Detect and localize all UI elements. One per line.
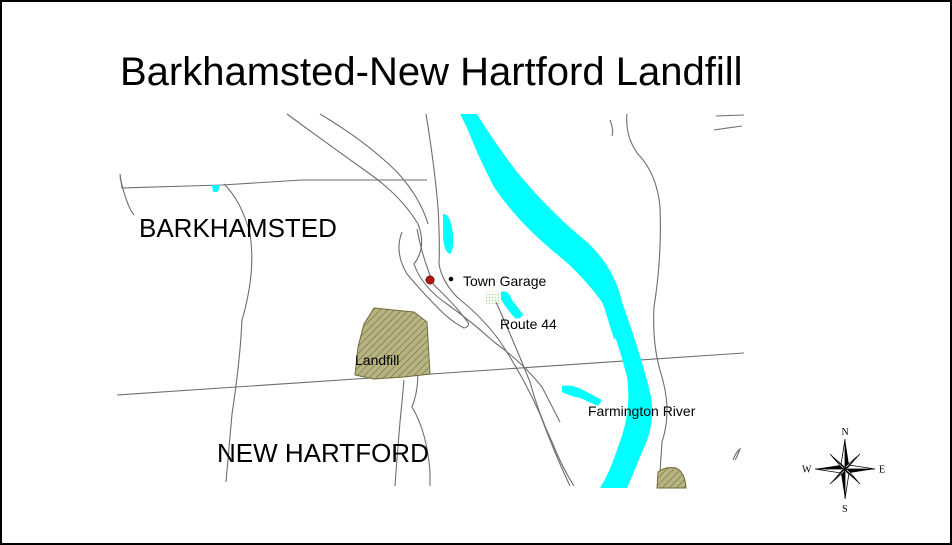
river-islet-channel bbox=[596, 282, 618, 339]
small-pond bbox=[443, 214, 454, 254]
town-label-barkhamsted: BARKHAMSTED bbox=[139, 213, 337, 243]
farmington-river-label: Farmington River bbox=[588, 403, 696, 419]
pond-near-route-44 bbox=[501, 291, 523, 319]
route-44-label: Route 44 bbox=[500, 316, 557, 332]
tiny-pond bbox=[212, 185, 220, 192]
compass-s: S bbox=[842, 504, 848, 515]
map-title: Barkhamsted-New Hartford Landfill bbox=[120, 50, 743, 94]
river-inlet bbox=[562, 385, 602, 406]
farmington-river bbox=[460, 114, 653, 488]
compass-rose-icon: N S E W bbox=[802, 427, 885, 515]
compass-e: E bbox=[879, 465, 885, 476]
water-bodies bbox=[212, 114, 653, 488]
landfill-area-southeast bbox=[656, 467, 687, 489]
compass-n: N bbox=[842, 427, 849, 438]
road-network bbox=[119, 113, 745, 487]
town-garage-label: Town Garage bbox=[463, 273, 546, 289]
town-label-new-hartford: NEW HARTFORD bbox=[217, 438, 429, 468]
wetland-dots bbox=[486, 294, 500, 304]
compass-w: W bbox=[802, 465, 812, 476]
landfill-label: Landfill bbox=[355, 352, 399, 368]
landfill-area bbox=[354, 307, 431, 380]
red-dot-icon bbox=[425, 275, 435, 285]
town-garage-marker bbox=[448, 276, 454, 282]
